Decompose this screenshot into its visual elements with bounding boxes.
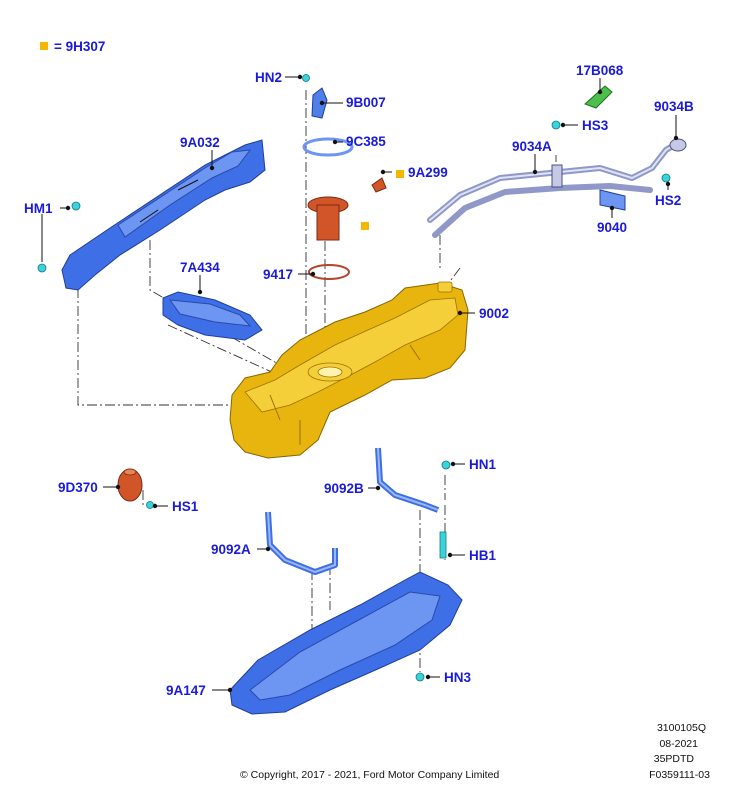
filler-pipe-9034a bbox=[427, 138, 687, 238]
footer-date: 08-2021 bbox=[659, 738, 698, 750]
part-labels: HN2 9B007 9C385 9A299 9A032 HM1 7A434 94… bbox=[24, 63, 694, 698]
fuel-tank-9002 bbox=[229, 281, 469, 459]
label-hs3: HS3 bbox=[582, 118, 609, 133]
label-9a032: 9A032 bbox=[180, 135, 220, 150]
label-7a434: 7A434 bbox=[180, 260, 220, 275]
fastener-hn2 bbox=[302, 74, 310, 82]
label-9417: 9417 bbox=[263, 267, 293, 282]
label-hm1: HM1 bbox=[24, 201, 53, 216]
bracket-9040 bbox=[599, 189, 626, 211]
label-hn1: HN1 bbox=[469, 457, 496, 472]
bracket-17b068 bbox=[584, 85, 613, 109]
fuel-pump-module bbox=[302, 87, 387, 280]
label-hb1: HB1 bbox=[469, 548, 496, 563]
skid-plate-9a147 bbox=[229, 571, 463, 715]
leader-lines bbox=[41, 74, 679, 693]
fastener-hm1-lower bbox=[37, 263, 47, 273]
footer-code1: 3100105Q bbox=[657, 722, 706, 734]
fastener-hs3 bbox=[551, 120, 561, 130]
fastener-hs1 bbox=[146, 501, 154, 509]
label-hn2: HN2 bbox=[255, 70, 282, 85]
label-9040: 9040 bbox=[597, 220, 627, 235]
label-9034b: 9034B bbox=[654, 99, 694, 114]
strap-9092a bbox=[265, 511, 338, 575]
label-9092a: 9092A bbox=[211, 542, 251, 557]
label-9d370: 9D370 bbox=[58, 480, 98, 495]
fastener-hn3 bbox=[415, 672, 425, 682]
label-9a299: 9A299 bbox=[408, 165, 448, 180]
label-17b068: 17B068 bbox=[576, 63, 624, 78]
fastener-hm1-upper bbox=[71, 201, 81, 211]
fastener-hb1 bbox=[439, 531, 447, 559]
label-9002: 9002 bbox=[479, 306, 509, 321]
footer: 3100105Q 08-2021 35PDTD © Copyright, 201… bbox=[240, 722, 710, 781]
label-hs2: HS2 bbox=[655, 193, 681, 208]
assembly-lines bbox=[77, 90, 557, 690]
label-9092b: 9092B bbox=[324, 481, 364, 496]
9h307-markers bbox=[361, 170, 404, 230]
label-9c385: 9C385 bbox=[346, 134, 386, 149]
heat-shield-9a032 bbox=[61, 139, 266, 291]
fasteners bbox=[37, 74, 671, 682]
fastener-hn1 bbox=[441, 460, 451, 470]
heat-shield-7a434 bbox=[162, 291, 263, 341]
footer-code2: 35PDTD bbox=[654, 753, 695, 765]
label-9b007: 9B007 bbox=[346, 95, 386, 110]
seal-9417 bbox=[308, 264, 350, 280]
legend: = 9H307 bbox=[40, 39, 105, 54]
label-hn3: HN3 bbox=[444, 670, 471, 685]
legend-marker bbox=[40, 42, 48, 50]
label-9034a: 9034A bbox=[512, 139, 552, 154]
fastener-hs2 bbox=[661, 173, 671, 183]
footer-figure-id: F0359111-03 bbox=[649, 769, 710, 781]
legend-text: = 9H307 bbox=[54, 39, 105, 54]
label-9a147: 9A147 bbox=[166, 683, 206, 698]
strap-9092b bbox=[375, 447, 440, 513]
footer-copyright: © Copyright, 2017 - 2021, Ford Motor Com… bbox=[240, 769, 499, 781]
label-hs1: HS1 bbox=[172, 499, 199, 514]
lock-ring-9c385 bbox=[302, 137, 354, 157]
valve-9d370 bbox=[117, 468, 143, 502]
